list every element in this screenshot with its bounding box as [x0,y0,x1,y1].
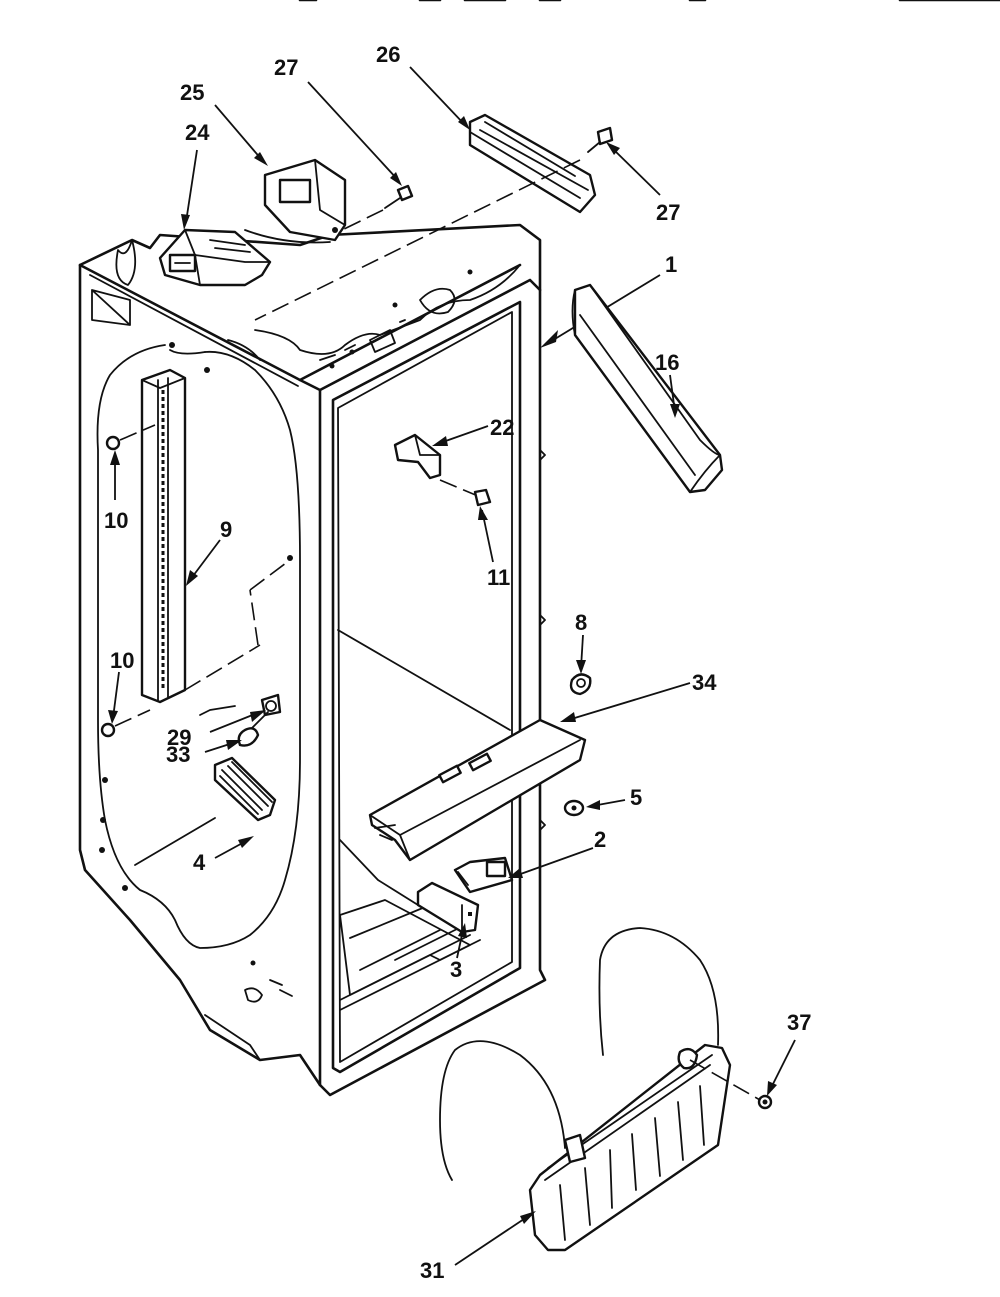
callout-34: 34 [692,670,717,695]
part-16-trim [571,283,724,494]
part-29-fastener [199,693,282,733]
part-31-crisper [439,927,761,1266]
part-25-bracket [214,104,347,244]
callout-22: 22 [490,415,514,440]
part-5-nut [563,799,626,817]
part-8-clip [569,634,592,696]
part-26-rail [254,66,597,321]
part-10-screws [100,424,156,738]
callout-37: 37 [787,1010,811,1035]
callout-11: 11 [487,565,510,590]
callout-27-right: 27 [656,200,680,225]
callout-10-lower: 10 [110,648,134,673]
callout-25: 25 [180,80,204,105]
part-4-grille [134,756,277,866]
part-22-clip [393,425,489,497]
part-27-screw-right [587,126,661,196]
callout-29: 29 [167,725,191,750]
part-33-cap [204,711,269,753]
callout-24: 24 [185,120,210,145]
callout-9: 9 [220,517,232,542]
callout-3: 3 [450,957,462,982]
callout-5: 5 [630,785,642,810]
callout-27-left: 27 [274,55,298,80]
part-3-bracket [416,881,480,959]
part-37-screw [757,1039,796,1110]
callout-1: 1 [665,252,677,277]
part-11-screw [473,488,494,563]
callout-8: 8 [575,610,587,635]
callout-4: 4 [193,850,206,875]
callout-2: 2 [594,827,606,852]
part-34-cover [368,682,691,862]
part-2-switch [453,847,594,894]
part-27-screw-left [307,81,414,233]
callout-16: 16 [655,350,679,375]
callout-33: 33 [166,742,190,767]
part-24-control-housing [158,149,272,287]
callout-labels: 1 2 3 4 5 8 9 10 10 11 16 22 24 25 26 27… [104,42,811,1283]
callout-26: 26 [376,42,400,67]
cabinet-liner [78,223,547,1097]
part-9-rail [140,368,293,704]
callout-31: 31 [420,1258,444,1283]
callout-10-upper: 10 [104,508,128,533]
